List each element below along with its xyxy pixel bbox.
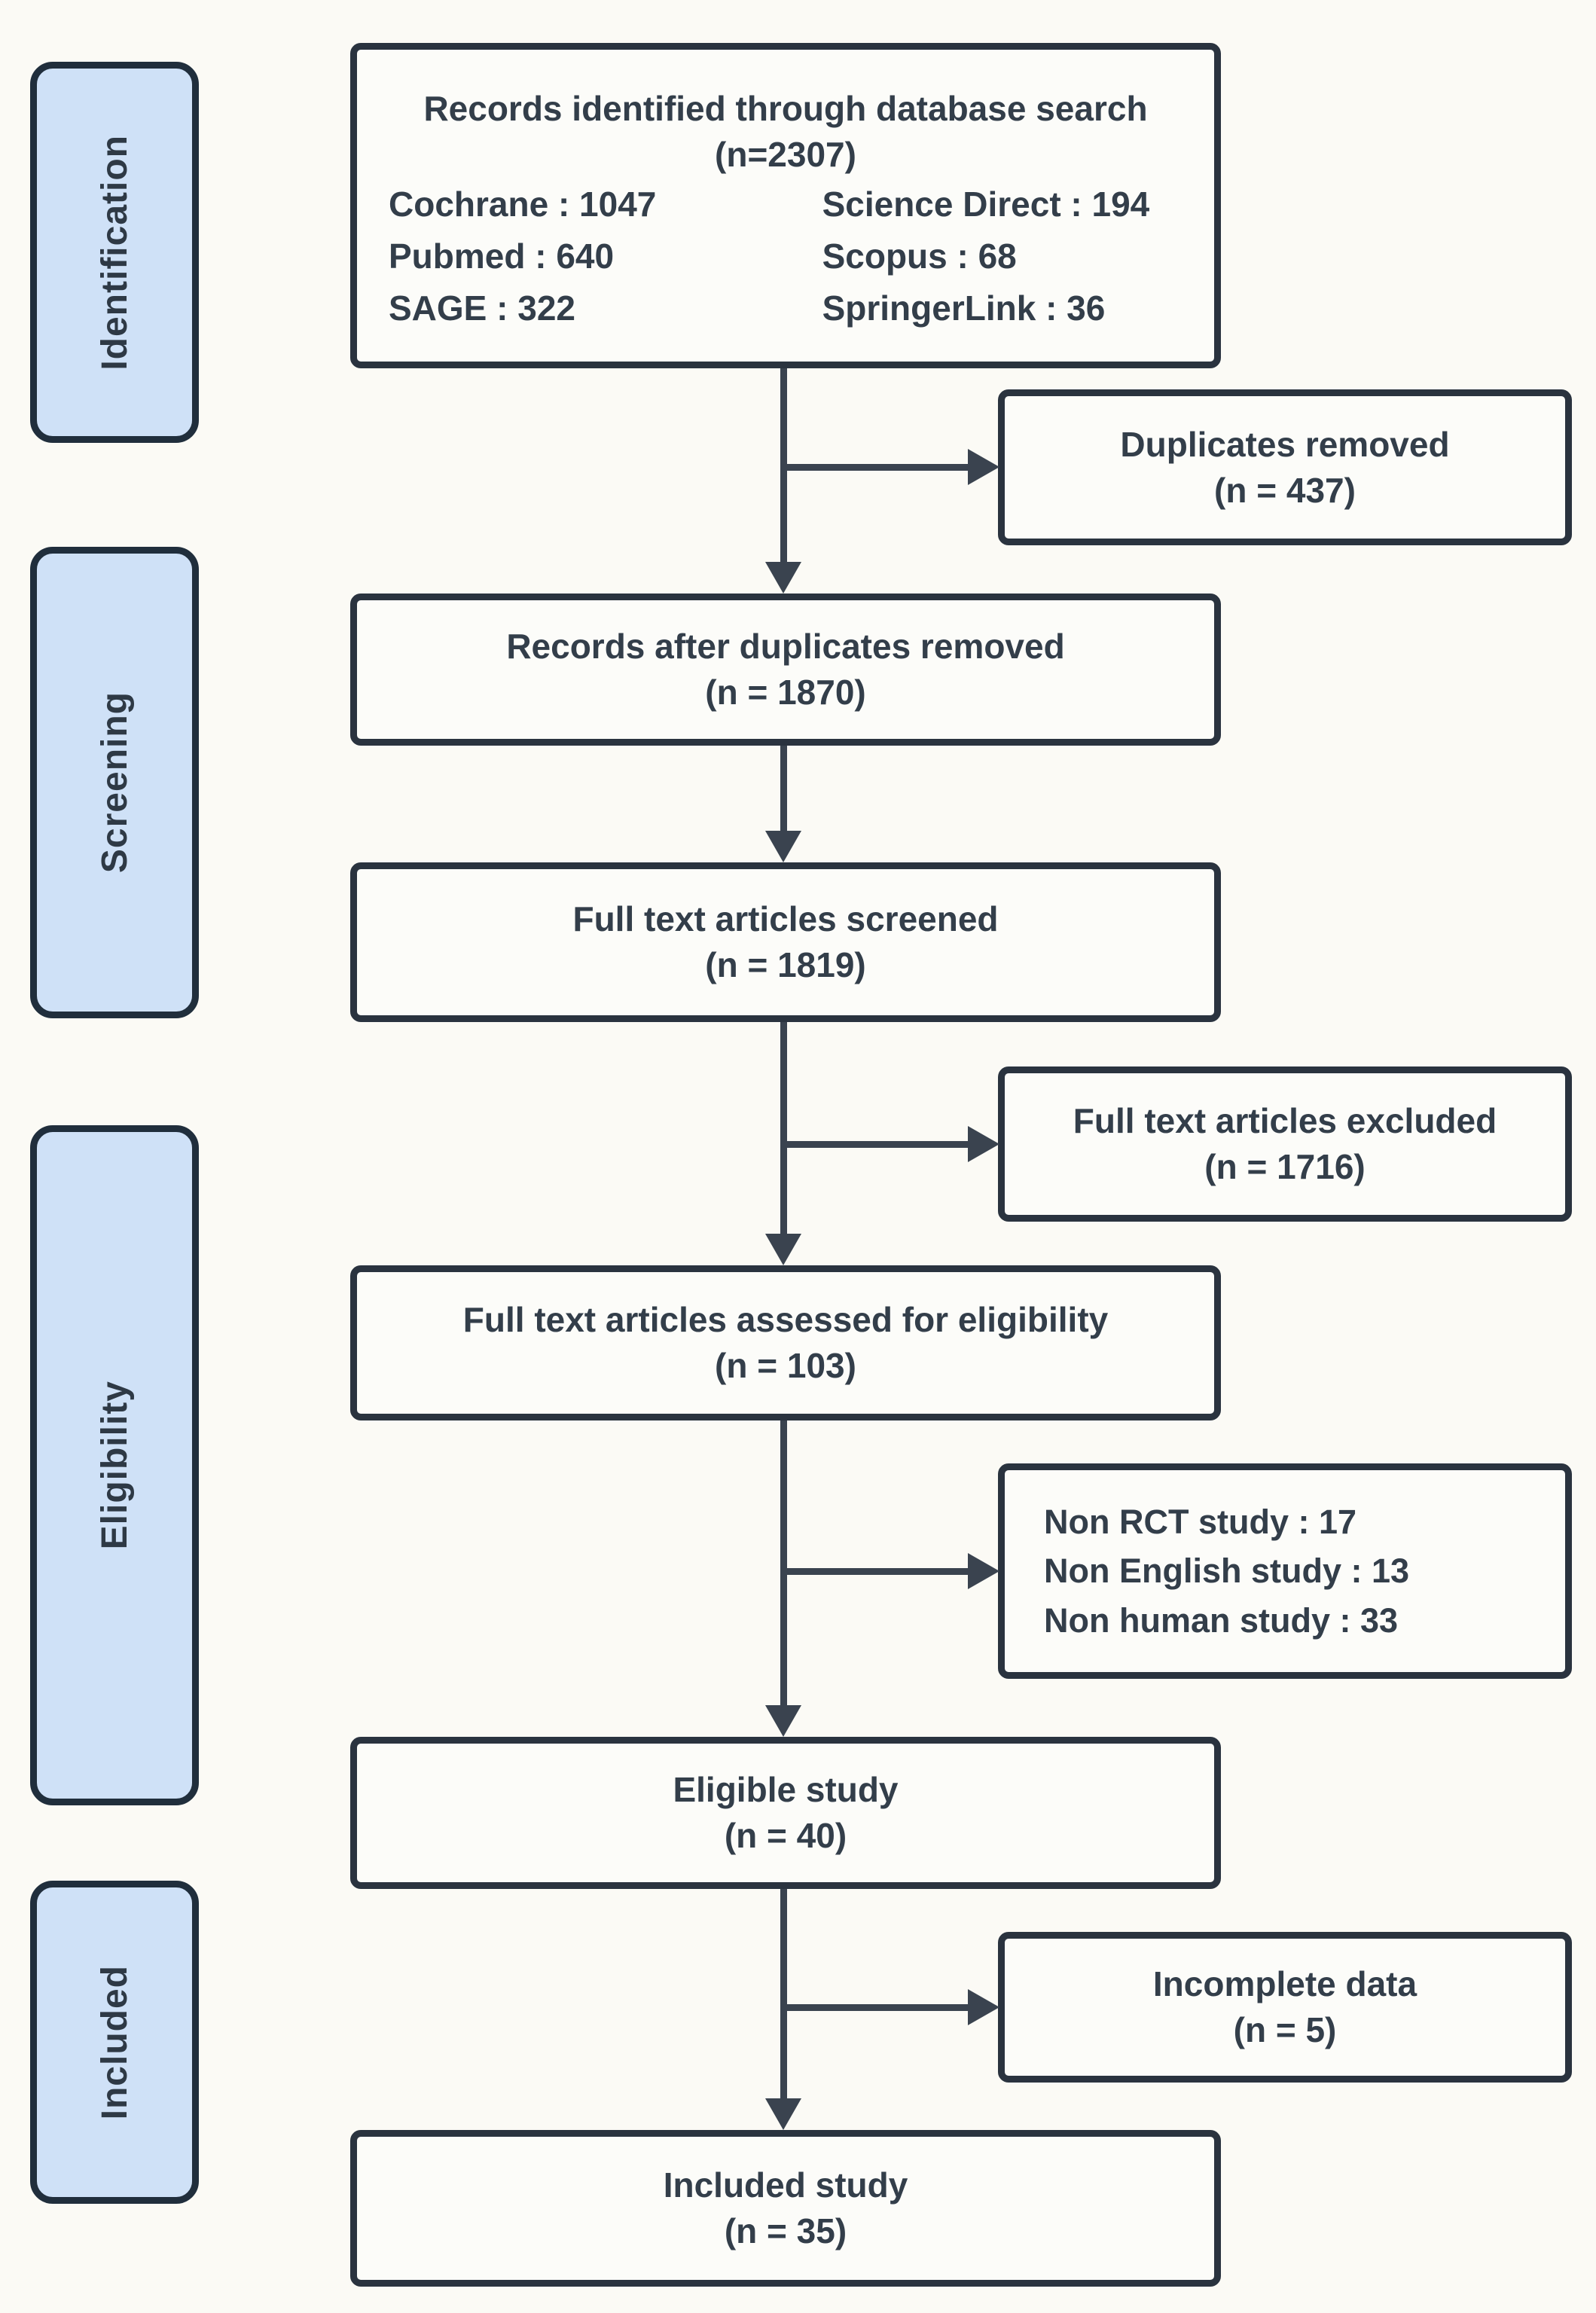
box-title: Eligible study (673, 1770, 899, 1810)
box-count: (n=2307) (715, 134, 856, 174)
box-count: (n = 103) (715, 1346, 856, 1385)
box-title: Records after duplicates removed (506, 627, 1065, 667)
stage-label-eligibility: Eligibility (94, 1381, 135, 1550)
source-item: Pubmed : 640 (389, 236, 615, 276)
arrow-line (780, 746, 787, 831)
arrowhead-right-icon (968, 449, 999, 485)
box-title: Full text articles assessed for eligibil… (462, 1300, 1109, 1340)
arrowhead-right-icon (968, 1126, 999, 1162)
box-incomplete-data: Incomplete data (n = 5) (998, 1932, 1572, 2083)
exclusion-reason: Non RCT study : 17 (1044, 1503, 1357, 1542)
box-title: Included study (663, 2165, 908, 2205)
box-assessed-eligibility: Full text articles assessed for eligibil… (350, 1265, 1221, 1420)
box-count: (n = 1716) (1204, 1147, 1366, 1186)
stage-label-included: Included (94, 1964, 135, 2120)
box-eligible-study: Eligible study (n = 40) (350, 1737, 1221, 1889)
arrowhead-down-icon (765, 1234, 801, 1265)
arrowhead-down-icon (765, 562, 801, 594)
source-item: SAGE : 322 (389, 288, 575, 328)
arrowhead-down-icon (765, 1705, 801, 1737)
arrow-line (780, 1022, 787, 1234)
stage-label-screening: Screening (94, 691, 135, 874)
exclusion-reason: Non English study : 13 (1044, 1552, 1410, 1591)
branch-line (783, 1141, 968, 1148)
source-item: Cochrane : 1047 (389, 185, 657, 224)
source-item: Science Direct : 194 (822, 185, 1150, 224)
source-item: Scopus : 68 (822, 236, 1017, 276)
box-included-study: Included study (n = 35) (350, 2130, 1221, 2287)
box-count: (n = 40) (724, 1816, 847, 1855)
box-title: Full text articles excluded (1073, 1101, 1497, 1141)
box-records-after-duplicates: Records after duplicates removed (n = 18… (350, 594, 1221, 746)
stage-band-screening: Screening (30, 547, 199, 1018)
box-title: Duplicates removed (1120, 424, 1450, 464)
box-count: (n = 1819) (705, 945, 866, 984)
source-item: SpringerLink : 36 (822, 288, 1106, 328)
box-count: (n = 1870) (705, 673, 866, 712)
stage-band-eligibility: Eligibility (30, 1125, 199, 1805)
branch-line (783, 2004, 968, 2011)
stage-band-identification: Identification (30, 62, 199, 443)
box-title: Full text articles screened (572, 899, 999, 939)
exclusion-reason: Non human study : 33 (1044, 1600, 1399, 1640)
arrow-line (780, 1420, 787, 1705)
box-count: (n = 35) (724, 2211, 847, 2250)
box-records-identified: Records identified through database sear… (350, 43, 1221, 368)
stage-label-identification: Identification (94, 134, 135, 371)
branch-line (783, 464, 968, 471)
stage-band-included: Included (30, 1881, 199, 2204)
database-source-list: Cochrane : 1047 Science Direct : 194 Pub… (357, 177, 1214, 331)
box-fulltext-screened: Full text articles screened (n = 1819) (350, 862, 1221, 1022)
box-duplicates-removed: Duplicates removed (n = 437) (998, 389, 1572, 545)
box-count: (n = 437) (1214, 470, 1356, 510)
exclusion-reason-list: Non RCT study : 17 Non English study : 1… (1005, 1497, 1565, 1645)
arrow-line (780, 1889, 787, 2098)
branch-line (783, 1568, 968, 1575)
arrowhead-right-icon (968, 1553, 999, 1589)
arrowhead-right-icon (968, 1989, 999, 2025)
arrowhead-down-icon (765, 2098, 801, 2130)
box-title: Records identified through database sear… (423, 89, 1148, 128)
box-count: (n = 5) (1233, 2010, 1337, 2049)
box-exclusion-reasons: Non RCT study : 17 Non English study : 1… (998, 1463, 1572, 1679)
box-fulltext-excluded: Full text articles excluded (n = 1716) (998, 1066, 1572, 1222)
arrowhead-down-icon (765, 831, 801, 862)
box-title: Incomplete data (1152, 1964, 1417, 2004)
